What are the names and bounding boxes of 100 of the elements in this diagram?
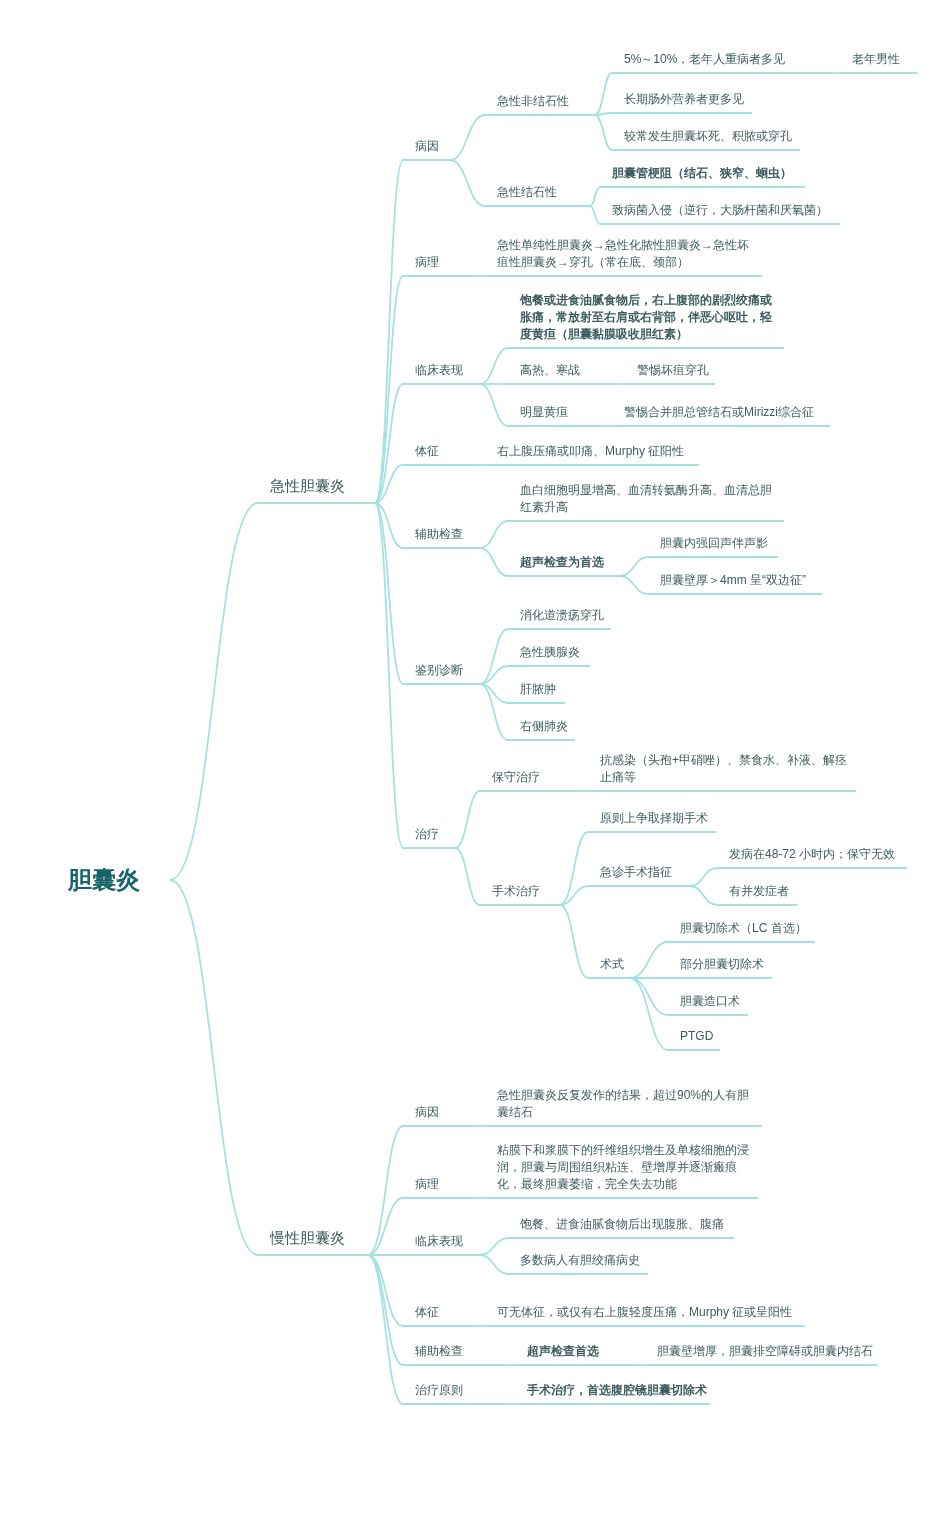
branch-topic: 较常发生胆囊坏死、积脓或穿孔 (612, 128, 800, 151)
branch-topic: 高热、寒战 (508, 362, 617, 385)
branch-line (619, 575, 649, 595)
branch-topic: 血白细胞明显增高、血清转氨酶升高、血清总胆红素升高 (508, 482, 784, 522)
branch-topic: 右上腹压痛或叩痛、Murphy 征阳性 (485, 443, 699, 466)
branch-topic: 有并发症者 (717, 883, 797, 906)
branch-topic: 胆囊管梗阻（结石、狭窄、蛔虫） (600, 165, 805, 188)
branch-topic: 术式 (588, 956, 630, 979)
branch-topic: 饱餐或进食油腻食物后，右上腹部的剧烈绞痛或胀痛，常放射至右肩或右背部，伴恶心呕吐，轻度黄疸（胆囊黏膜吸收胆红素） (508, 292, 784, 349)
branch-line (831, 72, 841, 74)
branch-line (479, 383, 509, 427)
branch-topic: 胆囊壁厚＞4mm 呈“双边征” (648, 572, 822, 595)
branch-topic: 体征 (403, 1304, 477, 1327)
branch-topic: 部分胆囊切除术 (668, 956, 772, 979)
branch-topic: 抗感染（头孢+甲硝唑）、禁食水、补液、解痉止痛等 (588, 752, 856, 792)
branch-line (476, 1197, 486, 1199)
branch-topic: 病因 (403, 138, 450, 161)
branch-topic: 发病在48-72 小时内；保守无效 (717, 846, 907, 869)
branch-line (479, 665, 509, 685)
branch-topic: 多数病人有胆绞痛病史 (508, 1252, 648, 1275)
branch-topic: 辅助检查 (403, 526, 480, 549)
branch-topic: 体征 (403, 443, 477, 466)
branch-topic: 治疗原则 (403, 1382, 507, 1405)
branch-line (636, 1364, 646, 1366)
branch-line (367, 1125, 404, 1256)
branch-line (479, 383, 509, 385)
branch-topic: 老年男性 (840, 51, 918, 74)
branch-line (169, 502, 259, 881)
branch-line (594, 112, 613, 116)
branch-line (476, 1125, 486, 1127)
branch-topic: 急性胆囊炎 (258, 477, 375, 504)
branch-line (594, 114, 613, 151)
branch-line (603, 425, 613, 427)
branch-topic: 右侧肺炎 (508, 718, 575, 741)
branch-line (367, 1254, 404, 1256)
branch-topic: 急性非结石性 (485, 93, 595, 116)
branch-line (479, 547, 509, 577)
branch-line (479, 1254, 509, 1275)
branch-topic: 胆囊内强回声伴声影 (648, 535, 778, 558)
branch-topic: 肝脓肿 (508, 681, 565, 704)
branch-line (479, 628, 509, 685)
branch-line (374, 502, 404, 549)
branch-line (506, 1364, 516, 1366)
branch-line (629, 977, 669, 1016)
branch-line (449, 159, 486, 207)
branch-line (616, 383, 626, 385)
branch-line (476, 275, 486, 277)
branch-topic: 临床表现 (403, 362, 480, 385)
branch-line (589, 186, 601, 207)
branch-topic: 长期肠外营养者更多见 (612, 91, 752, 114)
branch-line (374, 464, 404, 504)
branch-topic: 胆囊切除术（LC 首选） (668, 920, 815, 943)
branch-line (594, 72, 613, 116)
branch-line (589, 205, 601, 225)
branch-topic: 5%～10%，老年人重病者多见 (612, 51, 832, 74)
branch-topic: PTGD (668, 1028, 720, 1051)
branch-topic: 病理 (403, 254, 477, 277)
branch-topic: 原则上争取择期手术 (588, 810, 716, 833)
branch-topic: 保守治疗 (480, 769, 580, 792)
branch-line (689, 885, 718, 906)
branch-topic: 饱餐、进食油腻食物后出现腹胀、腹痛 (508, 1216, 734, 1239)
branch-line (506, 1403, 516, 1405)
branch-line (454, 847, 481, 906)
branch-topic: 胆囊壁增厚，胆囊排空障碍或胆囊内结石 (645, 1343, 877, 1366)
branch-line (374, 159, 404, 504)
branch-topic: 致病菌入侵（逆行，大肠杆菌和厌氧菌） (600, 202, 840, 225)
branch-line (629, 977, 669, 1051)
branch-topic: 明显黄疸 (508, 404, 604, 427)
branch-topic: 临床表现 (403, 1233, 480, 1256)
branch-topic: 超声检查首选 (515, 1343, 637, 1366)
branch-topic: 急诊手术指征 (588, 864, 690, 887)
branch-line (479, 1237, 509, 1256)
branch-line (454, 790, 481, 849)
branch-line (559, 831, 589, 906)
branch-topic: 急性单纯性胆囊炎→急性化脓性胆囊炎→急性坏疽性胆囊炎→穿孔（常在底、颈部） (485, 237, 762, 277)
central-topic: 胆囊炎 (60, 862, 170, 898)
branch-line (374, 383, 404, 504)
branch-line (476, 464, 486, 466)
branch-topic: 急性胆囊炎反复发作的结果，超过90%的人有胆囊结石 (485, 1087, 762, 1127)
branch-line (579, 790, 589, 792)
branch-line (374, 502, 404, 849)
branch-line (479, 683, 509, 741)
branch-line (476, 1325, 486, 1327)
branch-topic: 胆囊造口术 (668, 993, 748, 1016)
branch-topic: 手术治疗 (480, 883, 560, 906)
branch-line (169, 879, 259, 1256)
branch-topic: 病理 (403, 1176, 477, 1199)
branch-topic: 粘膜下和浆膜下的纤维组织增生及单核细胞的浸润，胆囊与周围组织粘连、壁增厚并逐渐瘢痕化，最终胆囊萎缩，完全失去功能 (485, 1142, 758, 1199)
branch-line (559, 885, 589, 906)
branch-line (559, 904, 589, 979)
branch-topic: 急性结石性 (485, 184, 590, 207)
branch-topic: 慢性胆囊炎 (258, 1229, 368, 1256)
branch-topic: 治疗 (403, 826, 455, 849)
branch-topic: 消化道溃疡穿孔 (508, 607, 611, 630)
branch-topic: 辅助检查 (403, 1343, 507, 1366)
branch-line (367, 1254, 404, 1405)
branch-topic: 警惕坏疽穿孔 (625, 362, 715, 385)
branch-line (374, 502, 404, 685)
branch-topic: 病因 (403, 1104, 477, 1127)
branch-topic: 可无体征，或仅有右上腹轻度压痛，Murphy 征或呈阳性 (485, 1304, 805, 1327)
